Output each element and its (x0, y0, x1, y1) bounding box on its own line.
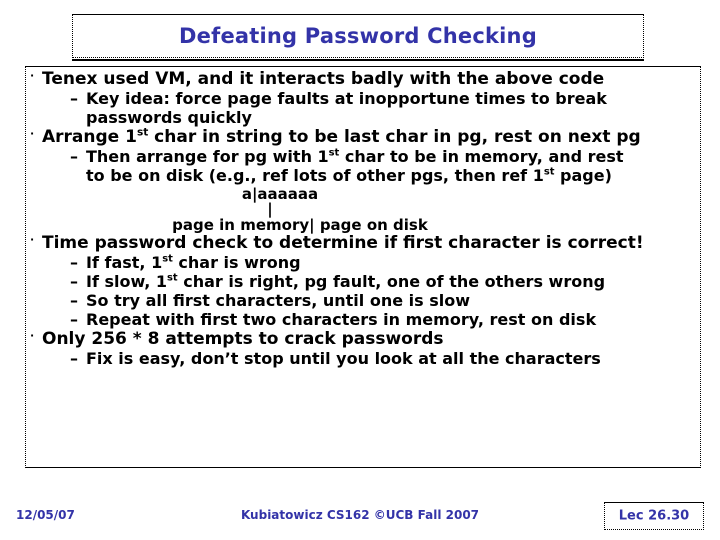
bullet-dot-icon: · (30, 233, 35, 247)
bullet-text: Fix is easy, don’t stop until you look a… (86, 348, 601, 368)
bullet-text: Arrange 1st char in string to be last ch… (42, 126, 641, 147)
bullet-dash-icon: – (70, 89, 78, 109)
bullet-level2: – Repeat with first two characters in me… (30, 311, 700, 329)
bullet-level2: – Then arrange for pg with 1st char to b… (30, 146, 700, 166)
footer-date: 12/05/07 (16, 508, 75, 522)
superscript-ordinal: st (136, 126, 149, 139)
bullet-text: If fast, 1st char is wrong (86, 253, 301, 273)
bullet-dot-icon: · (30, 328, 35, 342)
bullet-text: Then arrange for pg with 1st char to be … (86, 146, 624, 166)
bullet-text: Only 256 * 8 attempts to crack passwords (42, 328, 444, 349)
diagram-connector-bar: | (267, 200, 273, 219)
bullet-dash-icon: – (70, 272, 78, 292)
bullet-text: Repeat with first two characters in memo… (86, 310, 597, 330)
bullet-dash-icon: – (70, 310, 78, 330)
page-title: Defeating Password Checking (179, 24, 537, 48)
bullet-level1: · Time password check to determine if fi… (30, 233, 700, 254)
bullet-text: Time password check to determine if firs… (42, 233, 644, 254)
bullet-dot-icon: · (30, 69, 35, 82)
bullet-level2: – Fix is easy, don’t stop until you look… (30, 350, 700, 368)
bullet-text: So try all first characters, until one i… (86, 291, 470, 311)
superscript-ordinal: st (167, 272, 178, 284)
superscript-ordinal: st (162, 253, 173, 265)
diagram-string-line: a|aaaaaa (241, 184, 319, 203)
body-placeholder-outline[interactable] (25, 66, 701, 468)
bullet-level1: · Only 256 * 8 attempts to crack passwor… (30, 328, 700, 349)
bullet-text: If slow, 1st char is right, pg fault, on… (86, 272, 606, 292)
bullet-level1: · Tenex used VM, and it interacts badly … (30, 69, 700, 89)
footer-attribution: Kubiatowicz CS162 ©UCB Fall 2007 (240, 508, 480, 522)
bullet-dot-icon: · (30, 126, 35, 140)
lecture-number-placeholder[interactable]: Lec 26.30 (604, 502, 704, 530)
lecture-number: Lec 26.30 (618, 508, 690, 524)
bullet-level2: – If fast, 1st char is wrong (30, 254, 700, 272)
superscript-ordinal: st (328, 147, 340, 159)
diagram-label-line: page in memory| page on disk (172, 216, 428, 235)
bullet-dash-icon: – (70, 253, 78, 273)
title-placeholder[interactable]: Defeating Password Checking (72, 14, 644, 61)
bullet-level2: – So try all first characters, until one… (30, 292, 700, 310)
bullet-text: Key idea: force page faults at inopportu… (86, 89, 607, 109)
slide-body: · Tenex used VM, and it interacts badly … (30, 69, 700, 369)
bullet-dash-icon: – (70, 348, 78, 368)
bullet-dash-icon: – (70, 146, 78, 166)
bullet-level2: – Key idea: force page faults at inoppor… (30, 90, 700, 108)
bullet-level2: – If slow, 1st char is right, pg fault, … (30, 273, 700, 291)
superscript-ordinal: st (543, 166, 555, 178)
bullet-dash-icon: – (70, 291, 78, 311)
bullet-continuation: passwords quickly (86, 107, 252, 127)
bullet-text: Tenex used VM, and it interacts badly wi… (42, 69, 605, 89)
bullet-level1: · Arrange 1st char in string to be last … (30, 126, 700, 147)
bullet-continuation: to be on disk (e.g., ref lots of other p… (86, 165, 612, 185)
